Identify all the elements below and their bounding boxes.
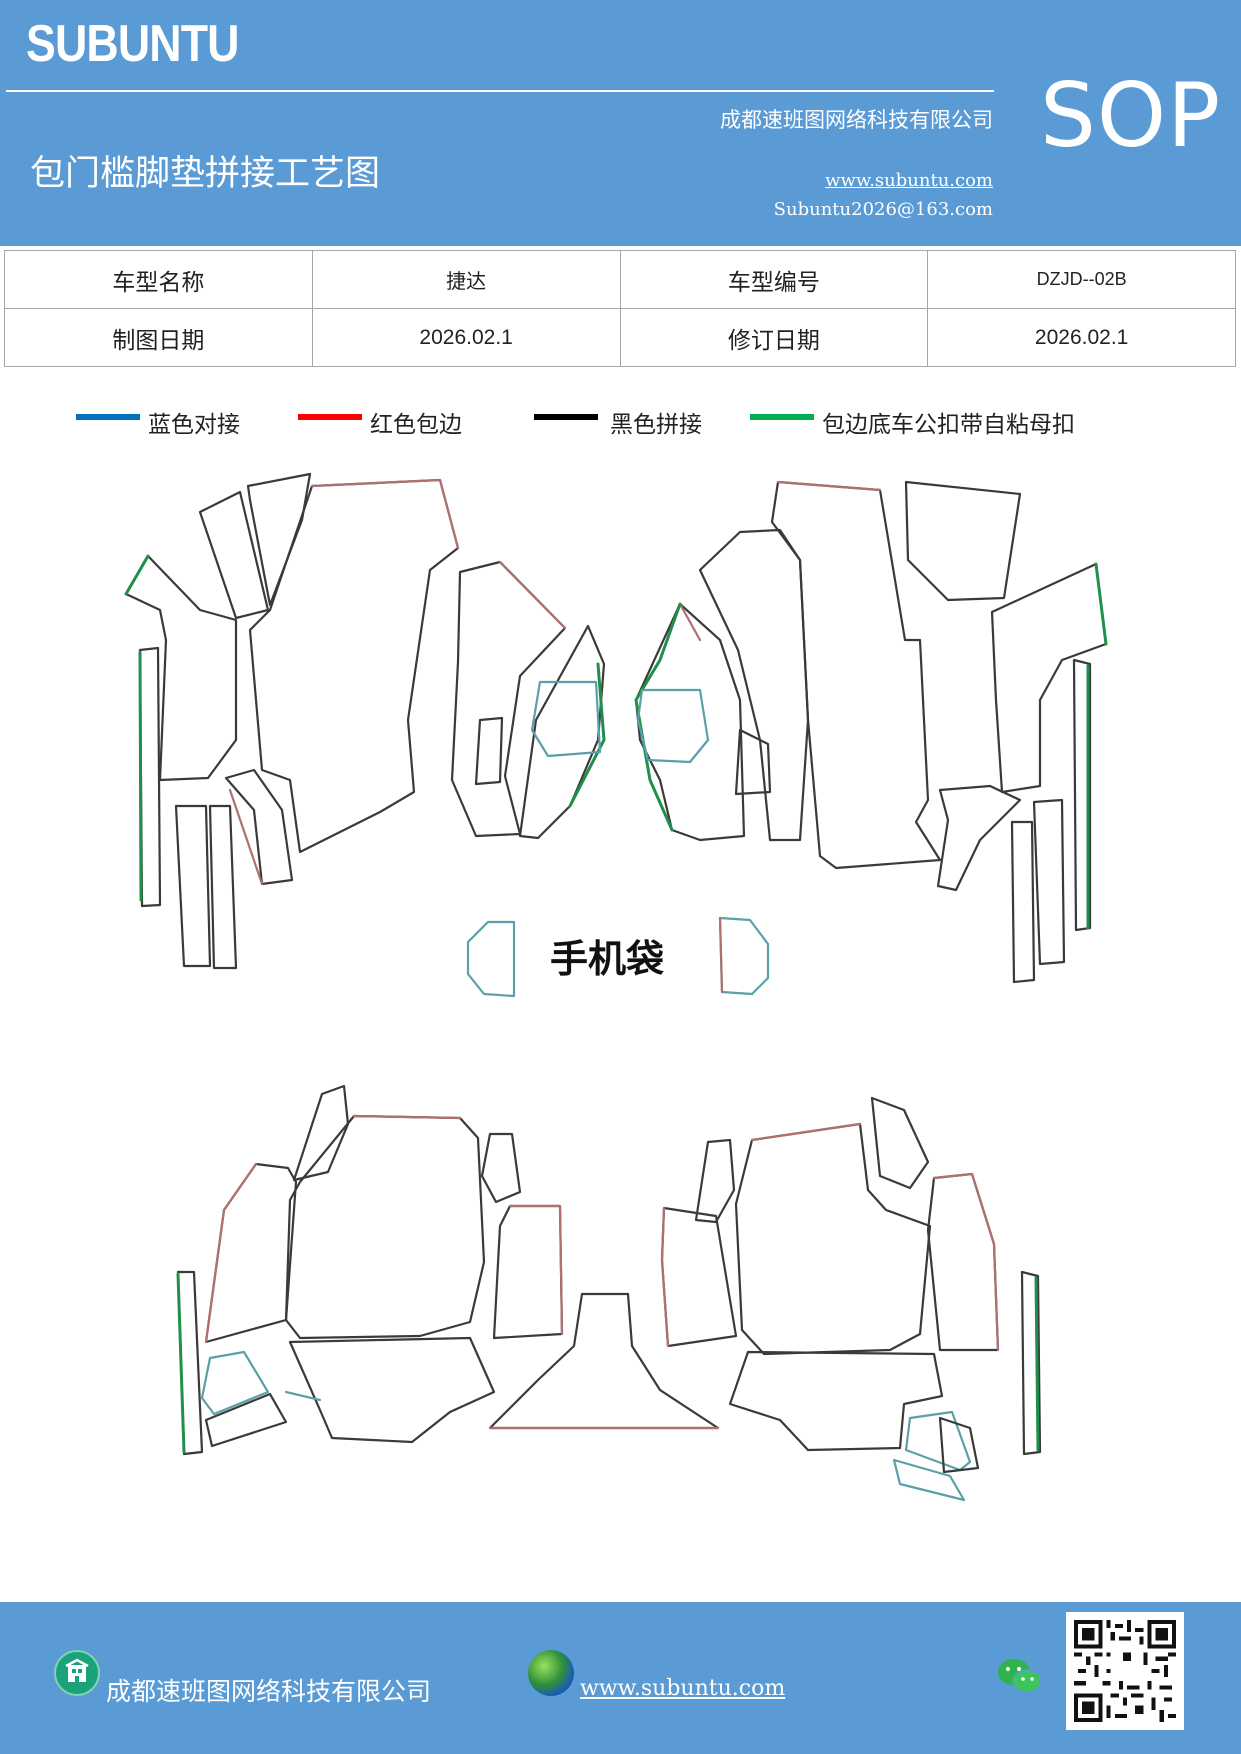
footer-company-name: 成都速班图网络科技有限公司 xyxy=(106,1677,432,1706)
table-row: 制图日期 2026.02.1 修订日期 2026.02.1 xyxy=(4,308,1236,367)
header-email: Subuntu2026@163.com xyxy=(773,199,993,220)
legend-item-blue: 蓝色对接 xyxy=(76,402,240,442)
phone-bags xyxy=(466,916,770,998)
model-code-value: DZJD--02B xyxy=(927,250,1236,309)
legend: 蓝色对接 红色包边 黑色拼接 包边底车公扣带自粘母扣 xyxy=(0,402,1241,442)
table-row: 车型名称 捷达 车型编号 DZJD--02B xyxy=(4,250,1236,309)
rear-left-mats xyxy=(176,1084,564,1456)
globe-icon xyxy=(528,1650,574,1696)
building-icon xyxy=(54,1650,100,1696)
page-title: 包门槛脚垫拼接工艺图 xyxy=(30,154,381,194)
brand-logo: SUBUNTU xyxy=(26,15,239,73)
revise-date-label: 修订日期 xyxy=(619,308,929,367)
front-right-mats xyxy=(634,480,1108,984)
legend-item-red: 红色包边 xyxy=(298,402,462,442)
legend-swatch-green xyxy=(750,414,814,420)
model-code-label: 车型编号 xyxy=(619,250,929,309)
draw-date-value: 2026.02.1 xyxy=(311,308,621,367)
front-left-mats xyxy=(124,472,606,970)
header: SUBUNTU 成都速班图网络科技有限公司 包门槛脚垫拼接工艺图 www.sub… xyxy=(0,0,1241,246)
revise-date-value: 2026.02.1 xyxy=(927,308,1236,367)
legend-item-black: 黑色拼接 xyxy=(534,402,702,442)
header-divider xyxy=(6,90,994,92)
model-name-label: 车型名称 xyxy=(4,250,313,309)
footer: 成都速班图网络科技有限公司 www.subuntu.com xyxy=(0,1602,1241,1754)
legend-label: 红色包边 xyxy=(370,412,462,438)
legend-label: 蓝色对接 xyxy=(148,412,240,438)
model-name-value: 捷达 xyxy=(311,250,621,309)
draw-date-label: 制图日期 xyxy=(4,308,313,367)
phone-bag-label: 手机袋 xyxy=(550,937,665,981)
legend-item-green: 包边底车公扣带自粘母扣 xyxy=(750,402,1075,442)
wechat-icon[interactable] xyxy=(996,1656,1044,1698)
header-website-link[interactable]: www.subuntu.com xyxy=(825,170,993,191)
legend-label: 包边底车公扣带自粘母扣 xyxy=(822,412,1075,438)
legend-label: 黑色拼接 xyxy=(610,412,702,438)
sop-badge: SOP xyxy=(1040,64,1222,167)
qr-code[interactable] xyxy=(1066,1612,1184,1730)
floor-mat-diagram: 手机袋 xyxy=(0,460,1241,1560)
legend-swatch-black xyxy=(534,414,598,420)
legend-swatch-blue xyxy=(76,414,140,420)
legend-swatch-red xyxy=(298,414,362,420)
footer-website-link[interactable]: www.subuntu.com xyxy=(580,1676,786,1701)
header-company-name: 成都速班图网络科技有限公司 xyxy=(720,108,993,132)
rear-center-tunnel xyxy=(488,1292,720,1430)
model-info-table: 车型名称 捷达 车型编号 DZJD--02B 制图日期 2026.02.1 修订… xyxy=(4,250,1236,367)
rear-right-mats xyxy=(660,1096,1042,1502)
